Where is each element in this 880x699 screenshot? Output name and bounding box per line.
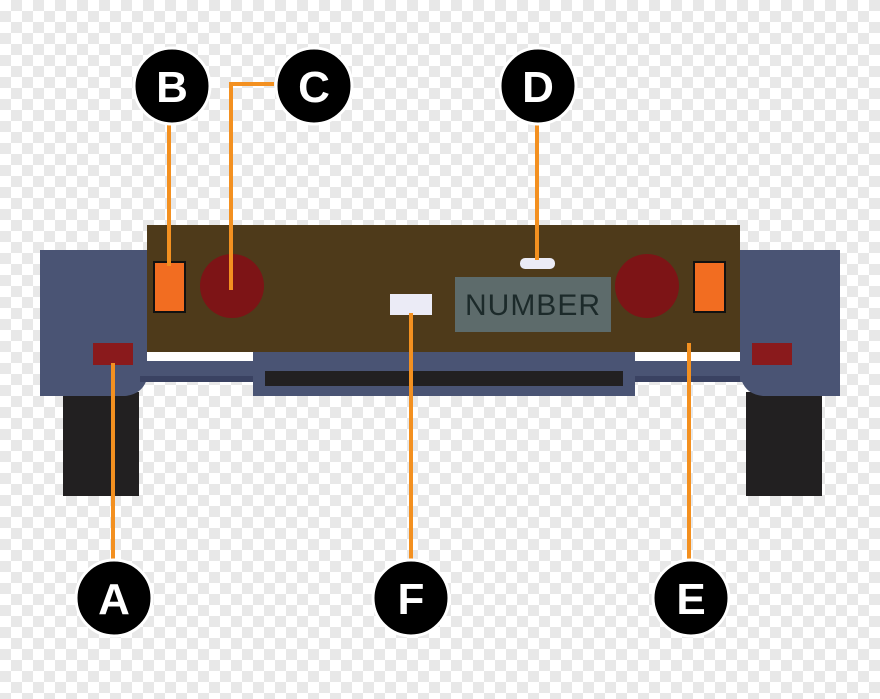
right-reflector-icon: [752, 343, 792, 365]
number-plate-lamp-icon: [520, 258, 555, 269]
label-e-text: E: [676, 575, 705, 624]
label-a-text: A: [98, 575, 130, 624]
right-tire: [746, 392, 822, 496]
number-plate-text: NUMBER: [465, 289, 601, 322]
leader-line-c: [229, 82, 274, 290]
label-badge-a: A: [74, 558, 154, 638]
label-badge-f: F: [371, 558, 451, 638]
label-b-text: B: [156, 63, 188, 112]
left-tire: [63, 392, 139, 496]
left-indicator-icon: [153, 261, 186, 313]
right-indicator-icon: [693, 261, 726, 313]
reversing-lamp-icon: [390, 294, 432, 315]
number-plate: [455, 277, 611, 332]
right-brake-light-icon: [615, 254, 679, 318]
left-reflector-icon: [93, 343, 133, 365]
label-badge-d: D: [498, 46, 578, 126]
right-mudguard: [740, 250, 840, 396]
label-f-text: F: [398, 575, 425, 624]
label-badge-b: B: [132, 46, 212, 126]
label-badge-c: C: [274, 46, 354, 126]
label-c-text: C: [298, 63, 330, 112]
rear-bumper-inner: [265, 371, 623, 386]
label-badge-e: E: [651, 558, 731, 638]
label-d-text: D: [522, 63, 554, 112]
